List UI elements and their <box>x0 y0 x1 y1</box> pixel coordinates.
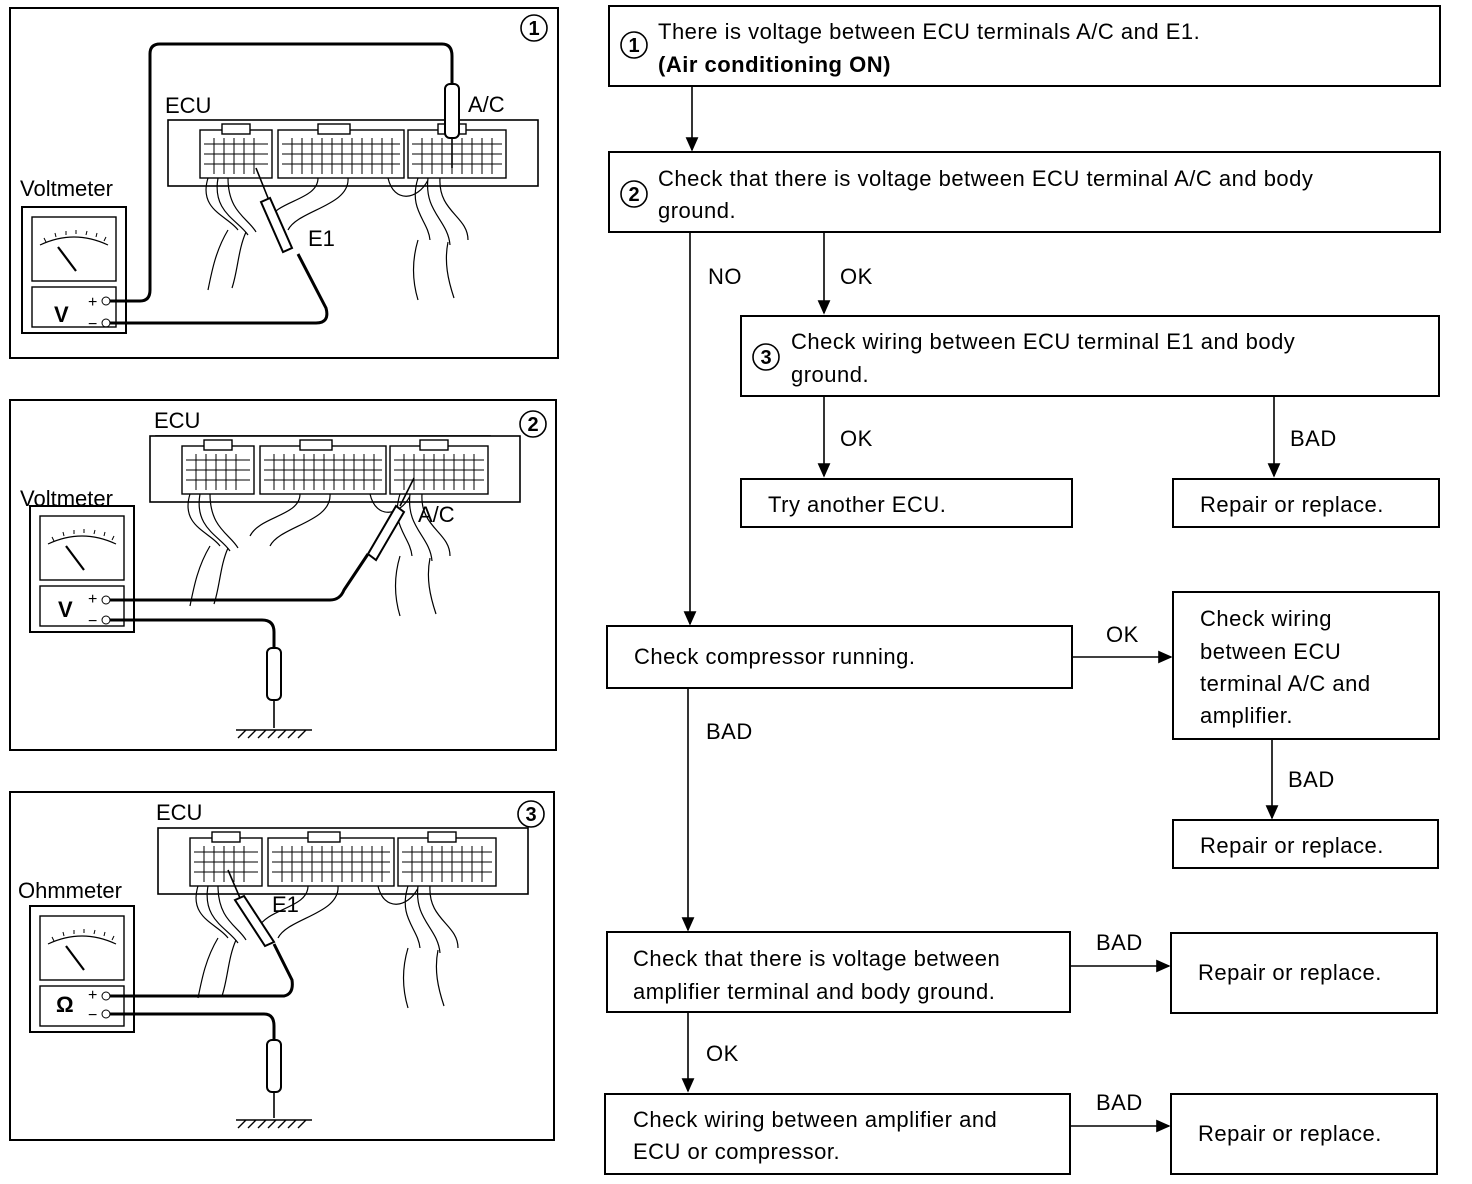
panel-3: 3 ECU E1 Ohmmeter Ω + − <box>9 791 555 1141</box>
step3-line1: Check wiring between ECU terminal E1 and… <box>791 329 1295 354</box>
step1-number: 1 <box>628 35 639 57</box>
panel-1-meter-label: Voltmeter <box>20 176 113 201</box>
panel-1-minus: − <box>88 316 97 333</box>
label-ok-step2: OK <box>840 264 873 289</box>
repair-text-3: Repair or replace. <box>1198 960 1382 985</box>
label-bad-wiring-comp: BAD <box>1096 1090 1143 1115</box>
step1-box <box>608 5 1441 87</box>
compressor-text: Check compressor running. <box>634 644 916 669</box>
try-ecu-text: Try another ECU. <box>768 492 946 517</box>
panel-2-meter-label: Voltmeter <box>20 486 113 511</box>
voltage-amp-box <box>606 931 1071 1013</box>
try-ecu-box <box>740 478 1073 528</box>
repair-text-4: Repair or replace. <box>1198 1121 1382 1146</box>
panel-1-number-circle <box>520 14 548 42</box>
repair-text-2: Repair or replace. <box>1200 833 1384 858</box>
compressor-box <box>606 625 1073 689</box>
panel-1: 1 ECU A/C E1 Voltmeter V + − <box>9 7 559 359</box>
panel-2-ac-label: A/C <box>418 502 455 527</box>
panel-1-plus: + <box>88 294 97 311</box>
wiring-amp-line1: Check wiring <box>1200 606 1332 631</box>
label-no: NO <box>708 264 742 289</box>
voltmeter-2-icon <box>28 504 136 634</box>
voltmeter-1-icon <box>20 205 128 335</box>
step3-box <box>740 315 1440 397</box>
step1-line2: (Air conditioning ON) <box>658 52 891 77</box>
repair-box-2 <box>1172 819 1439 869</box>
repair-text-1: Repair or replace. <box>1200 492 1384 517</box>
panel-2-unit: V <box>58 597 73 622</box>
step3-number: 3 <box>760 347 771 369</box>
label-ok-voltage: OK <box>706 1041 739 1066</box>
label-ok-compressor: OK <box>1106 622 1139 647</box>
repair-box-4 <box>1170 1093 1438 1175</box>
panel-1-ac-label: A/C <box>468 92 505 117</box>
panel-1-unit: V <box>54 302 69 327</box>
flowchart: 1 There is voltage between ECU terminals… <box>604 5 1441 1175</box>
label-bad-voltage: BAD <box>1096 930 1143 955</box>
panel-3-e1-label: E1 <box>272 892 299 917</box>
wiring-amp-box <box>1172 591 1440 740</box>
wiring-comp-box <box>604 1093 1071 1175</box>
panel-2-plus: + <box>88 591 97 608</box>
step2-line2: ground. <box>658 198 736 223</box>
panel-3-meter-label: Ohmmeter <box>18 878 122 903</box>
step1-line1: There is voltage between ECU terminals A… <box>658 19 1200 44</box>
wiring-amp-line4: amplifier. <box>1200 703 1293 728</box>
panel-3-number: 3 <box>525 804 536 826</box>
panel-3-minus: − <box>88 1007 97 1024</box>
panel-3-unit: Ω <box>56 992 74 1017</box>
panel-1-number: 1 <box>528 18 539 40</box>
step3-line2: ground. <box>791 362 869 387</box>
step2-box <box>608 151 1441 233</box>
repair-box-3 <box>1170 932 1438 1014</box>
panel-2-minus: − <box>88 613 97 630</box>
wiring-comp-line1: Check wiring between amplifier and <box>633 1107 997 1132</box>
label-bad-wiring-amp: BAD <box>1288 767 1335 792</box>
step2-line1: Check that there is voltage between ECU … <box>658 166 1313 191</box>
panel-2: 2 ECU A/C Voltmeter V + − <box>9 399 557 751</box>
label-bad-compressor: BAD <box>706 719 753 744</box>
label-bad-step3: BAD <box>1290 426 1337 451</box>
repair-box-1 <box>1172 478 1440 528</box>
step2-number: 2 <box>628 184 639 206</box>
panel-3-plus: + <box>88 987 97 1004</box>
panel-1-ecu-label: ECU <box>165 93 211 118</box>
label-ok-step3: OK <box>840 426 873 451</box>
wiring-amp-line2: between ECU <box>1200 639 1341 664</box>
wiring-amp-line3: terminal A/C and <box>1200 671 1371 696</box>
wiring-comp-line2: ECU or compressor. <box>633 1139 840 1164</box>
panel-1-e1-label: E1 <box>308 226 335 251</box>
panel-2-number: 2 <box>527 414 538 436</box>
voltage-amp-line2: amplifier terminal and body ground. <box>633 979 995 1004</box>
panel-2-ecu-label: ECU <box>154 408 200 433</box>
panel-3-ecu-label: ECU <box>156 800 202 825</box>
voltage-amp-line1: Check that there is voltage between <box>633 946 1000 971</box>
